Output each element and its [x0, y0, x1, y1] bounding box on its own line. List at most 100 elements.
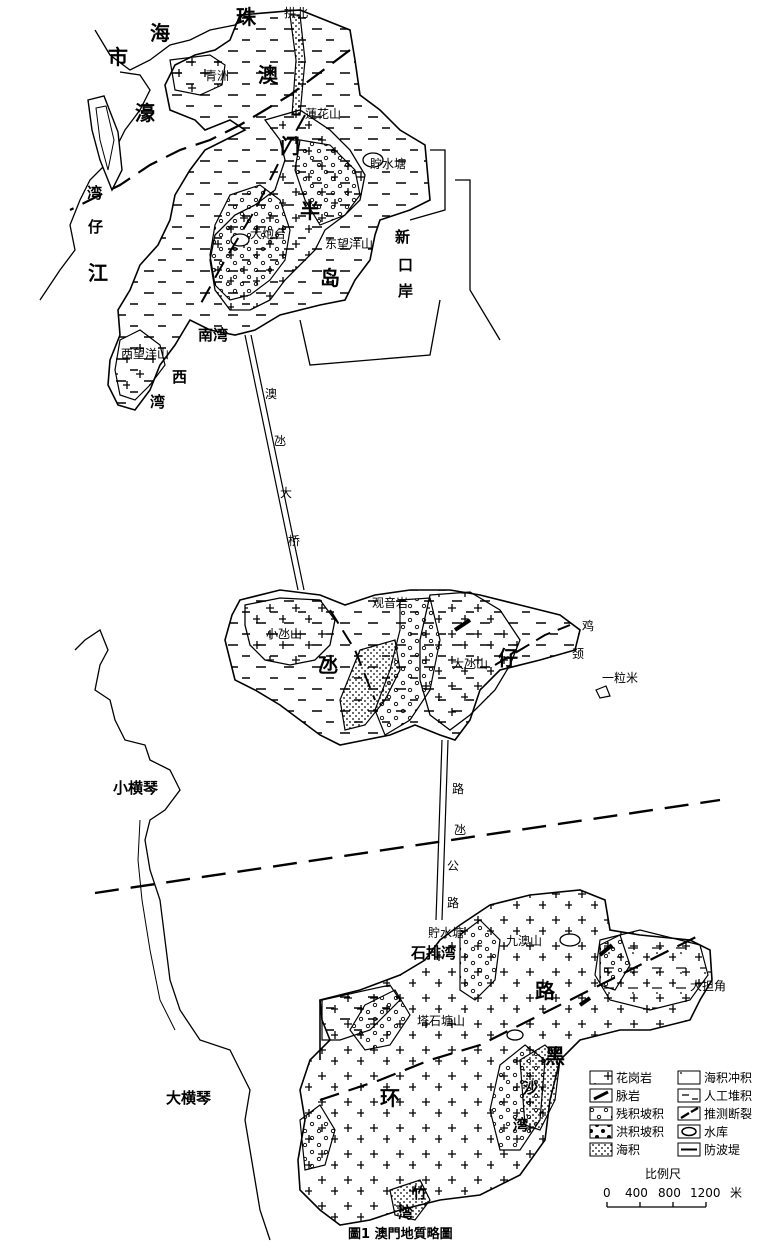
- label-hei: 黑: [545, 1044, 565, 1068]
- label-nanwan: 南湾: [198, 326, 228, 344]
- label-zhu: 珠: [236, 5, 257, 29]
- label-an: 岸: [398, 282, 413, 300]
- label-ao: 澳: [258, 63, 279, 87]
- coloane-residual-south: [299, 1104, 336, 1171]
- scale-bar-line: [606, 1202, 707, 1208]
- legend: 花岗岩 海积冲积 脉岩 人工堆积 残积坡积 推测断裂 洪积坡积 水库 海积 防波…: [589, 1070, 752, 1157]
- taipa-fault: [329, 609, 571, 701]
- legend-label: 洪积坡积: [616, 1125, 664, 1139]
- scale-tick-800: 800: [658, 1186, 681, 1200]
- label-zai: 仔: [498, 646, 518, 670]
- coloane-residual-mid: [459, 919, 501, 1001]
- marine-deposit-icon: [589, 1142, 613, 1157]
- label-xin: 新: [395, 228, 410, 246]
- granite-icon: [589, 1070, 613, 1085]
- reservoir-icon: [559, 933, 581, 947]
- label-xiwan: 湾: [150, 393, 165, 411]
- label-zhu-bamboo: 竹: [411, 1184, 427, 1202]
- scale-bar: 比例尺 0 400 800 1200 米: [603, 1167, 742, 1208]
- west-coastline-north: [39, 11, 246, 301]
- label-guanyinyan: 观音岩: [372, 595, 408, 610]
- label-wan-z: 湾: [398, 1204, 413, 1222]
- taipa-coloane-causeway: [435, 739, 449, 921]
- label-xiaohengqin: 小横琴: [113, 779, 159, 797]
- label-men: 门: [280, 134, 300, 158]
- label-hong: 鸡: [582, 618, 594, 633]
- fault-line-north: [69, 49, 351, 211]
- label-dahengqin: 大横琴: [166, 1089, 212, 1107]
- macau-peninsula: [107, 9, 501, 411]
- legend-label: 残积坡积: [616, 1107, 664, 1121]
- label-lu-3: 公: [447, 859, 459, 873]
- label-dongwangyangshan: 东望洋山: [325, 236, 373, 251]
- legend-label: 推测断裂: [704, 1106, 752, 1121]
- reservoir-icon-mark: [681, 1126, 697, 1137]
- legend-label: 水库: [704, 1124, 728, 1139]
- scale-unit: 米: [730, 1186, 742, 1200]
- qingzhou-granite: [169, 54, 226, 96]
- legend-label: 脉岩: [616, 1088, 640, 1103]
- marine-alluvial-icon: [677, 1070, 701, 1085]
- label-dao: 岛: [320, 266, 340, 290]
- legend-label: 海积: [616, 1142, 640, 1157]
- coloane-dyke: [598, 943, 614, 957]
- label-lu-4: 路: [447, 895, 459, 910]
- label-gongbei: 拱北: [284, 6, 308, 20]
- label-dadanjiao: 大担角: [690, 979, 726, 993]
- macau-taipa-bridge: [244, 334, 305, 591]
- legend-label: 海积冲积: [704, 1070, 752, 1085]
- label-bridge-1: 澳: [265, 387, 277, 401]
- label-lu-2: 氹: [454, 823, 466, 837]
- fault-line-peninsula-2: [199, 114, 306, 306]
- peninsula-dyke: [289, 14, 306, 116]
- reservoir-icon: [506, 1029, 524, 1041]
- label-tan: 氹: [318, 653, 338, 677]
- xiaohengqin-inner-line: [137, 819, 176, 1031]
- label-xiaotanshan: 小氹山: [266, 627, 302, 641]
- label-yilimi: 一粒米: [602, 670, 638, 685]
- label-bridge-4: 桥: [288, 534, 300, 548]
- label-wan-hs: 湾: [513, 1116, 528, 1134]
- legend-label: 花岗岩: [616, 1070, 652, 1085]
- coloane-fault: [319, 934, 701, 1102]
- label-hai: 海: [150, 21, 170, 45]
- label-bridge-2: 氹: [274, 434, 286, 448]
- label-tashitangshan: 塔石塘山: [417, 1013, 465, 1028]
- label-kou: 口: [398, 256, 413, 274]
- taipa-dyke: [453, 618, 472, 632]
- new-port-outline: [299, 149, 501, 366]
- artificial-fill-icon-mark: [682, 1094, 698, 1100]
- coloane-residual-west: [349, 989, 411, 1051]
- water-channel-outline: [87, 95, 123, 192]
- label-sha: 沙: [523, 1079, 538, 1097]
- scale-tick-400: 400: [625, 1186, 648, 1200]
- label-qingzhou: 青洲: [205, 69, 229, 83]
- taipa-island: [224, 589, 611, 746]
- label-xi: 西: [172, 368, 187, 386]
- legend-label: 防波堤: [704, 1142, 740, 1157]
- label-jiang: 江: [88, 261, 108, 285]
- label-dapaotai: 大炮台: [250, 226, 286, 241]
- label-zhushuitang-north: 貯水塘: [370, 156, 406, 171]
- cheoc-van-marine: [389, 1179, 431, 1221]
- peninsula-residual-east: [294, 139, 361, 226]
- scale-tick-0: 0: [603, 1186, 611, 1200]
- label-zhushuitang-south: 貯水塘: [428, 925, 464, 940]
- residual-colluvial-icon: [589, 1106, 613, 1121]
- xiaohengqin-coast: [74, 629, 271, 1241]
- label-lu-big: 路: [535, 979, 556, 1003]
- label-shi: 市: [108, 45, 128, 69]
- regional-inferred-fault: [94, 798, 721, 895]
- proluvial-colluvial-icon: [589, 1124, 613, 1139]
- coloane-island: [297, 889, 713, 1226]
- legend-label: 人工堆积: [704, 1089, 752, 1103]
- label-jing: 颈: [572, 647, 584, 661]
- label-bridge-3: 大: [280, 486, 292, 500]
- label-jiuaoshan: 九澳山: [506, 934, 542, 948]
- label-wan-west: 湾: [87, 184, 102, 202]
- label-lianhuashan: 蓮花山: [305, 106, 341, 121]
- map-caption: 圖1 澳門地質略圖: [348, 1226, 453, 1242]
- west-granite: [114, 329, 166, 401]
- scale-bar-title: 比例尺: [645, 1167, 681, 1181]
